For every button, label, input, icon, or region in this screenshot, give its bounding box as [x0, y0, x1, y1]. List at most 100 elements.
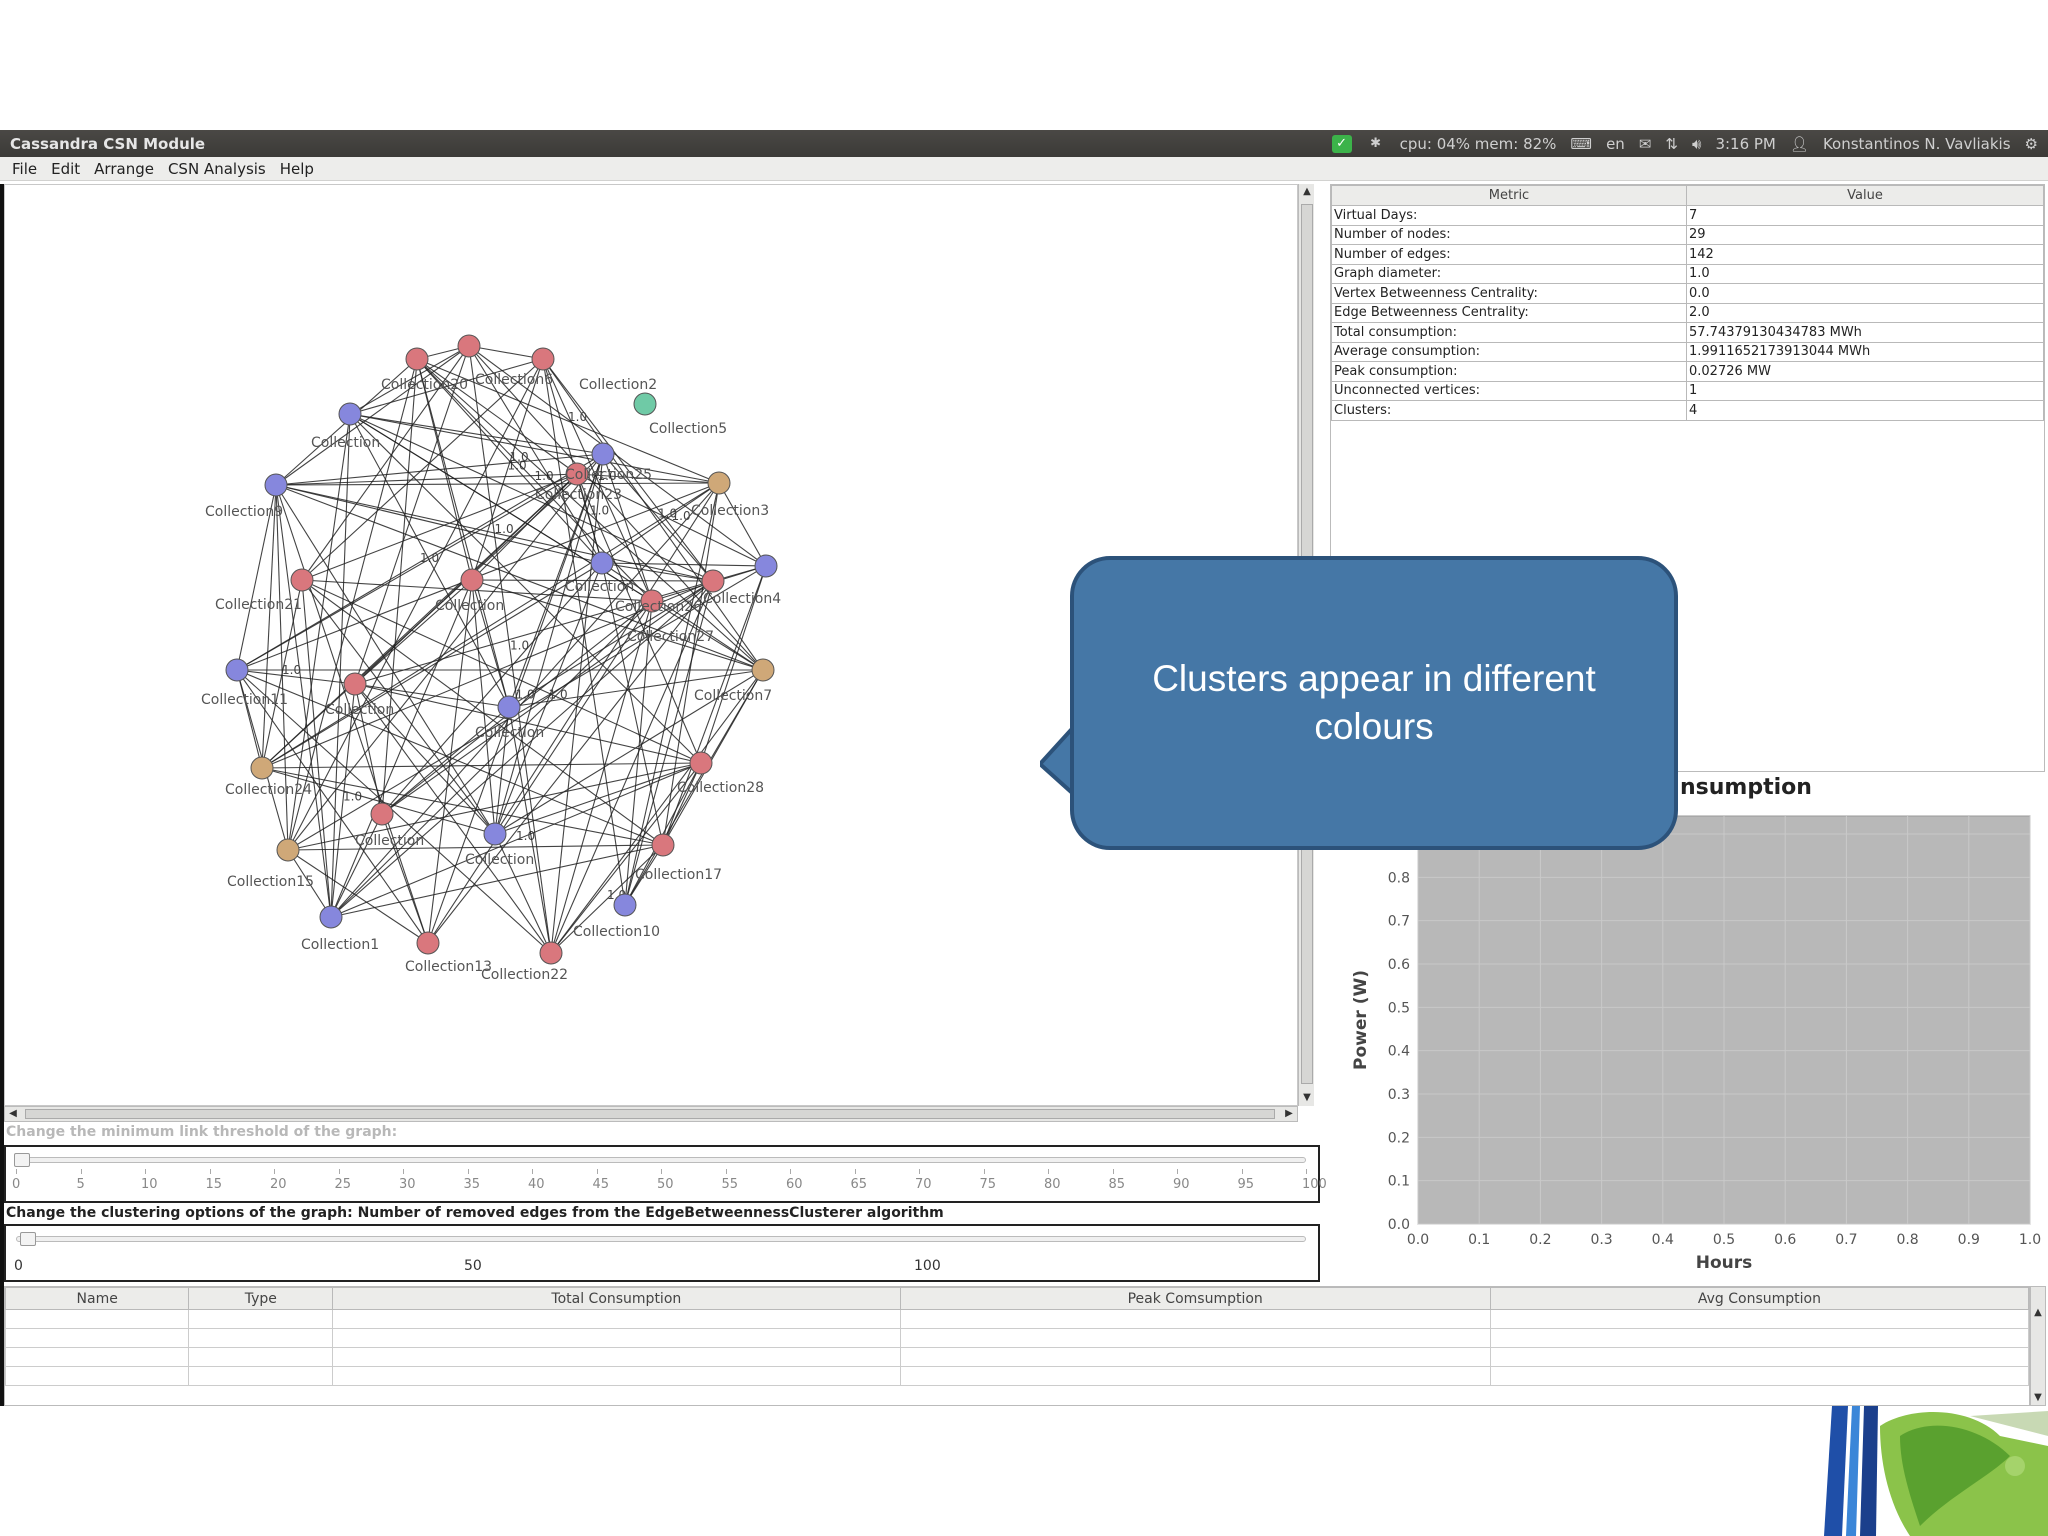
graph-edge[interactable] [287, 849, 332, 918]
consumers-table-scrollbar[interactable]: ▲ ▼ [2030, 1286, 2046, 1406]
menu-file[interactable]: File [12, 159, 38, 178]
name-column-header[interactable]: Name [4, 1287, 190, 1310]
table-cell[interactable] [899, 1309, 1491, 1329]
table-cell[interactable] [332, 1328, 901, 1348]
graph-edge[interactable] [416, 358, 578, 475]
graph-edge[interactable] [576, 473, 603, 564]
graph-edge[interactable] [301, 579, 496, 835]
graph-edge[interactable] [236, 473, 578, 671]
graph-node[interactable] [651, 833, 675, 857]
graph-edge[interactable] [381, 706, 510, 815]
graph-edge[interactable] [494, 706, 510, 835]
graph-edge[interactable] [550, 600, 653, 954]
graph-edge[interactable] [287, 358, 544, 851]
table-cell[interactable] [899, 1347, 1491, 1367]
graph-edge[interactable] [275, 484, 764, 671]
network-graph[interactable]: 1.01.01.01.01.01.01.01.01.01.01.01.01.01… [5, 185, 1297, 1105]
graph-node[interactable] [539, 941, 563, 965]
graph-edge[interactable] [287, 844, 664, 851]
metric-row[interactable]: Average consumption:1.9911652173913044 M… [1331, 341, 2044, 362]
graph-edge[interactable] [301, 473, 578, 581]
table-cell[interactable] [1489, 1347, 2030, 1367]
graph-edge[interactable] [494, 453, 604, 835]
graph-edge[interactable] [354, 579, 473, 685]
clock[interactable]: 3:16 PM [1715, 134, 1776, 153]
table-cell[interactable] [188, 1309, 334, 1329]
graph-edge[interactable] [301, 579, 702, 764]
threshold-slider-knob[interactable] [14, 1153, 30, 1167]
graph-node[interactable] [707, 471, 731, 495]
graph-edge[interactable] [601, 562, 767, 567]
graph-edge[interactable] [542, 358, 764, 671]
graph-edge[interactable] [354, 683, 552, 954]
graph-edge[interactable] [381, 358, 418, 815]
graph-edge[interactable] [261, 767, 664, 846]
graph-node[interactable] [338, 402, 362, 426]
graph-edge[interactable] [624, 669, 764, 906]
graph-edge[interactable] [330, 579, 473, 918]
type-column-header[interactable]: Type [188, 1287, 334, 1310]
graph-node[interactable] [633, 392, 657, 416]
table-cell[interactable] [188, 1347, 334, 1367]
volume-icon[interactable]: 🔊︎ [1691, 134, 1702, 153]
graph-node[interactable] [250, 756, 274, 780]
graph-horizontal-scrollbar[interactable]: ◀ ▶ [4, 1106, 1298, 1122]
graph-node[interactable] [290, 568, 314, 592]
graph-edge[interactable] [261, 762, 702, 769]
metric-row[interactable]: Total consumption:57.74379130434783 MWh [1331, 322, 2044, 343]
graph-edge[interactable] [471, 579, 764, 671]
network-icon[interactable]: ⇅ [1665, 134, 1678, 153]
menu-edit[interactable]: Edit [51, 159, 81, 178]
graph-node[interactable] [416, 931, 440, 955]
graph-edge[interactable] [287, 413, 351, 851]
graph-edge[interactable] [330, 580, 714, 918]
clustering-slider-track[interactable] [16, 1236, 1306, 1242]
table-cell[interactable] [4, 1328, 190, 1348]
metric-row[interactable]: Edge Betweenness Centrality:2.0 [1331, 302, 2044, 323]
metric-row[interactable]: Unconnected vertices:1 [1331, 380, 2044, 401]
table-cell[interactable] [899, 1328, 1491, 1348]
graph-node[interactable] [460, 568, 484, 592]
graph-node[interactable] [701, 569, 725, 593]
graph-edge[interactable] [301, 358, 544, 581]
graph-edge[interactable] [275, 484, 714, 582]
graph-edge[interactable] [416, 358, 764, 671]
graph-edge[interactable] [349, 413, 764, 671]
table-cell[interactable] [188, 1328, 334, 1348]
graph-edge[interactable] [427, 600, 653, 944]
table-cell[interactable] [1489, 1309, 2030, 1329]
graph-node[interactable] [689, 751, 713, 775]
graph-edge[interactable] [381, 562, 603, 815]
metric-row[interactable]: Clusters:4 [1331, 400, 2044, 421]
update-check-icon[interactable]: ✓ [1331, 134, 1352, 153]
graph-edge[interactable] [416, 358, 603, 564]
graph-edge[interactable] [330, 413, 351, 918]
graph-node[interactable] [613, 893, 637, 917]
graph-edge[interactable] [381, 580, 714, 815]
graph-node[interactable] [751, 658, 775, 682]
graph-node[interactable] [457, 334, 481, 358]
table-row[interactable] [4, 1309, 2030, 1329]
graph-edge[interactable] [471, 579, 496, 835]
graph-edge[interactable] [508, 580, 714, 708]
graph-edge[interactable] [275, 482, 720, 486]
graph-node[interactable] [531, 347, 555, 371]
table-cell[interactable] [4, 1366, 190, 1386]
dropbox-icon[interactable]: ✱ [1370, 135, 1382, 151]
table-cell[interactable] [4, 1309, 190, 1329]
graph-edge[interactable] [542, 358, 714, 582]
graph-edge[interactable] [550, 844, 664, 954]
graph-node[interactable] [497, 695, 521, 719]
graph-edge[interactable] [354, 345, 470, 685]
graph-edge[interactable] [468, 345, 767, 567]
menu-help[interactable]: Help [279, 159, 314, 178]
graph-edge[interactable] [275, 453, 604, 486]
scroll-up-arrow-icon[interactable]: ▲ [1303, 186, 1311, 197]
graph-edge[interactable] [330, 600, 653, 918]
graph-edge[interactable] [330, 844, 664, 918]
graph-node[interactable] [640, 589, 664, 613]
graph-edge[interactable] [275, 473, 578, 486]
graph-edge[interactable] [275, 484, 603, 564]
scroll-down-arrow-icon[interactable]: ▼ [1303, 1092, 1311, 1103]
